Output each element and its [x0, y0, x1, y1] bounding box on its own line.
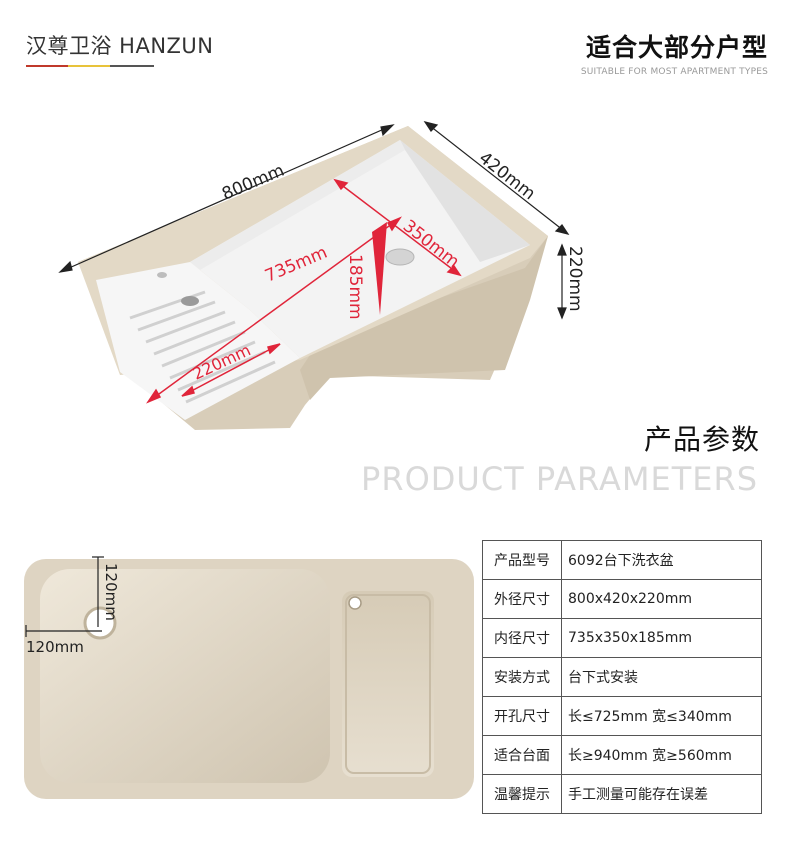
- sink-isometric-illustration: 800mm 420mm 220mm 735mm 350mm 185mm 220m…: [58, 121, 585, 430]
- label-hole-vertical: 120mm: [102, 563, 120, 621]
- param-label: 安装方式: [482, 657, 562, 697]
- basin-drain-icon: [385, 248, 415, 266]
- label-inner-depth: 185mm: [345, 254, 365, 320]
- table-row: 适合台面长≥940mm 宽≥560mm: [482, 735, 762, 775]
- faucet-hole-icon: [157, 272, 167, 278]
- washboard-area: [96, 262, 300, 420]
- param-label: 适合台面: [482, 735, 562, 775]
- section-title-parameters: 产品参数: [643, 423, 760, 456]
- table-row: 温馨提示手工测量可能存在误差: [482, 774, 762, 814]
- table-row: 开孔尺寸长≤725mm 宽≤340mm: [482, 696, 762, 736]
- table-row: 安装方式台下式安装: [482, 657, 762, 697]
- section-subtitle-apartments: SUITABLE FOR MOST APARTMENT TYPES: [580, 67, 768, 77]
- param-label: 开孔尺寸: [482, 696, 562, 736]
- basin-back-wall: [400, 140, 530, 262]
- param-value: 手工测量可能存在误差: [561, 774, 762, 814]
- param-label: 内径尺寸: [482, 618, 562, 658]
- sink-side-face: [300, 236, 548, 400]
- param-value: 长≤725mm 宽≤340mm: [561, 696, 762, 736]
- section-title-apartments: 适合大部分户型: [585, 33, 768, 62]
- param-value: 台下式安装: [561, 657, 762, 697]
- section-subtitle-parameters: PRODUCT PARAMETERS: [361, 460, 758, 498]
- inner-dimension-lines: [146, 178, 462, 404]
- brand-name: 汉尊卫浴 HANZUN: [26, 34, 214, 58]
- param-value: 735x350x185mm: [561, 618, 762, 658]
- param-value: 800x420x220mm: [561, 579, 762, 619]
- washboard-drain-icon: [181, 296, 199, 306]
- basin-left-wall: [190, 140, 405, 270]
- washboard-ridges: [129, 290, 276, 404]
- secondary-bowl: [342, 591, 434, 777]
- hole-dimension-lines: [25, 556, 104, 637]
- label-hole-horizontal: 120mm: [26, 638, 84, 656]
- sink-top-view: 120mm 120mm: [24, 556, 474, 799]
- param-label: 温馨提示: [482, 774, 562, 814]
- depth-indicator: [372, 222, 387, 315]
- overflow-hole-icon: [348, 596, 362, 610]
- param-label: 外径尺寸: [482, 579, 562, 619]
- param-value: 长≥940mm 宽≥560mm: [561, 735, 762, 775]
- main-bowl: [40, 569, 330, 783]
- brand-underline: [26, 65, 154, 67]
- label-outer-height: 220mm: [565, 246, 585, 312]
- outer-dimension-lines: [58, 121, 570, 320]
- param-value: 6092台下洗衣盆: [561, 540, 762, 580]
- param-label: 产品型号: [482, 540, 562, 580]
